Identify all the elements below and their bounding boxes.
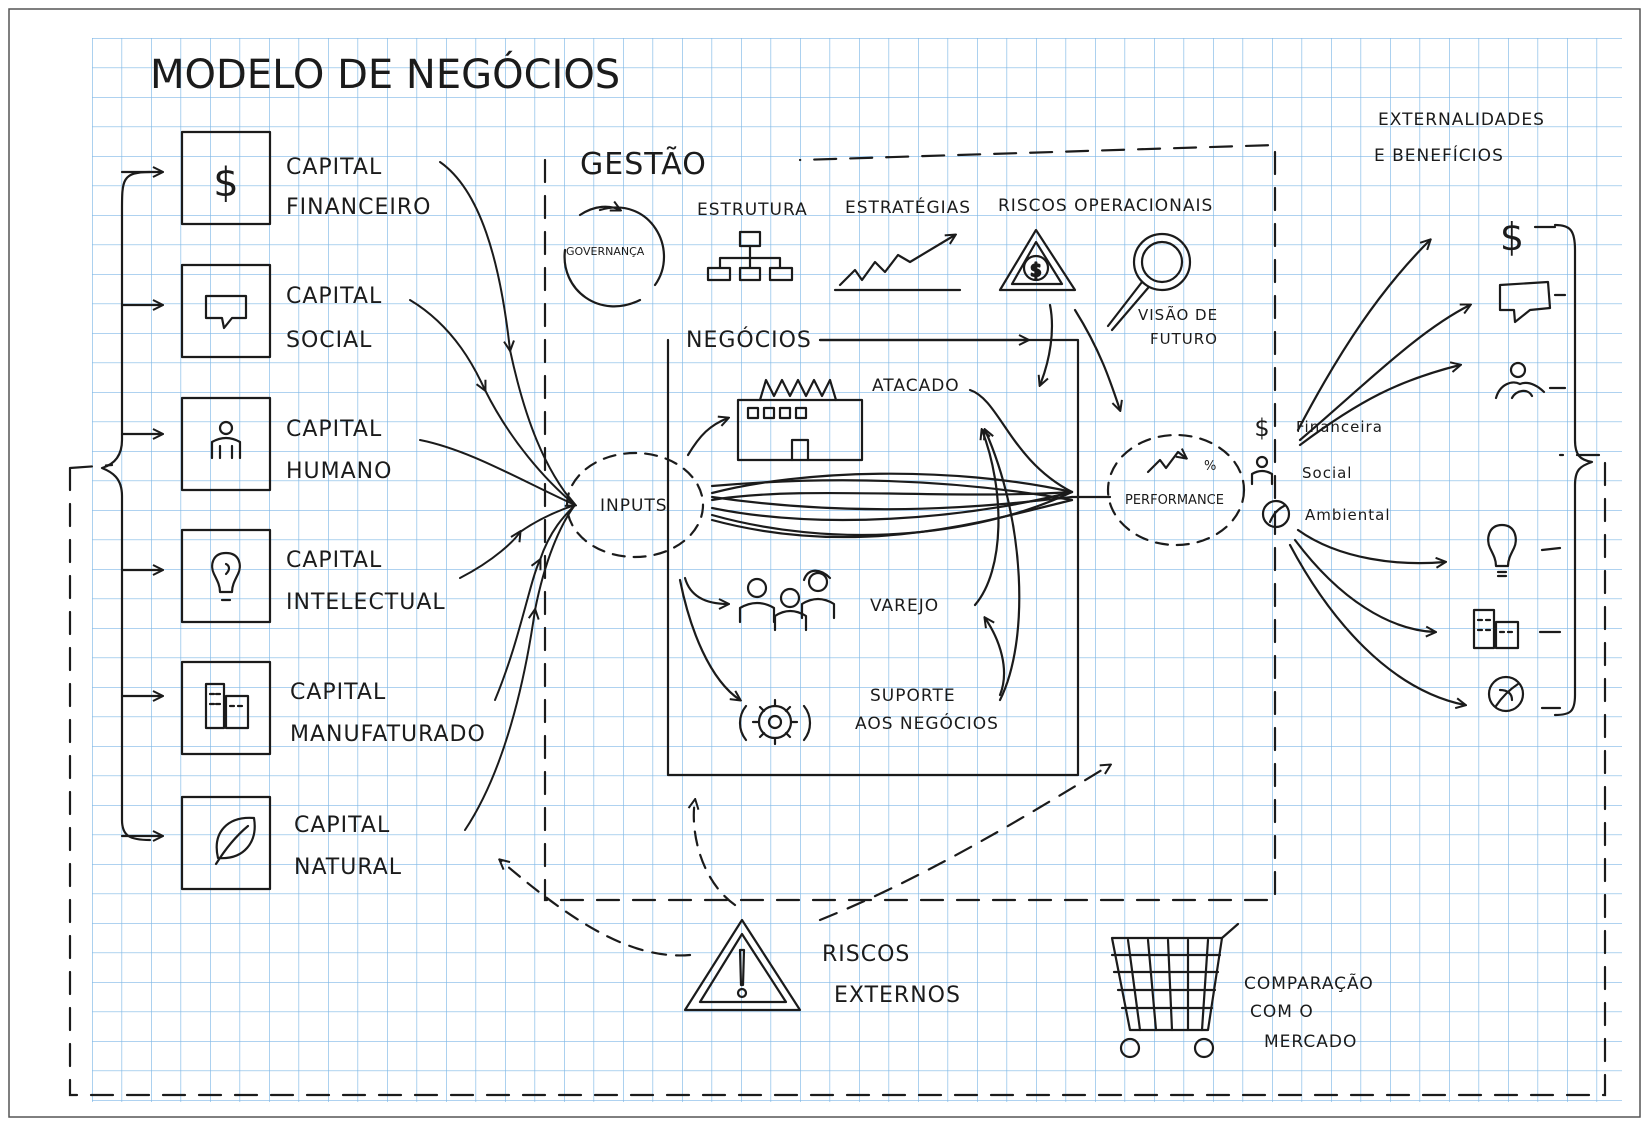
capital-label-5-line2: MANUFATURADO [290,722,486,747]
riscos-externos-line2: EXTERNOS [834,983,961,1008]
governanca-label: GOVERNANÇA [566,245,645,258]
leaf-icon [214,816,256,866]
inputs-label: INPUTS [600,496,668,516]
capital-box-5 [180,660,272,756]
people-group-icon [738,569,836,632]
capital-label-5-line1: CAPITAL [290,680,387,705]
atacado-label: ATACADO [872,376,960,396]
capital-box-4 [180,528,272,624]
capital-box-2 [180,263,272,359]
varejo-label: VAREJO [870,596,940,616]
comparacao-line2: COM O [1250,1002,1314,1022]
capital-label-1-line1: CAPITAL [286,155,383,180]
perf-person-icon [1250,455,1274,486]
factory-icon [736,378,864,462]
growth-chart-icon [833,235,962,292]
svg-text:$: $ [1030,260,1041,281]
capital-label-4-line1: CAPITAL [286,548,383,573]
perf-dollar-icon: $ [1254,414,1269,442]
estrutura-label: ESTRUTURA [697,200,808,220]
capital-box-6 [180,795,272,891]
riscos-operacionais-label: RISCOS OPERACIONAIS [998,196,1214,216]
capital-label-2-line1: CAPITAL [286,284,383,309]
negocios-title: NEGÓCIOS [686,328,812,353]
capital-label-3-line2: HUMANO [286,459,393,484]
left-bracket [100,170,152,842]
ext-speech-bubble-icon [1498,280,1552,324]
ext-lightbulb-icon [1487,523,1517,578]
visao-label-line2: FUTURO [1150,330,1218,348]
inputs-ellipse [565,451,705,559]
suporte-label-line1: SUPORTE [870,686,956,706]
shopping-cart-icon [1110,922,1240,1059]
gestao-title: GESTÃO [580,147,707,182]
gestao-frame [543,143,1277,902]
capital-label-3-line1: CAPITAL [286,417,383,442]
ext-person-icon [1494,361,1546,400]
gear-icon [738,698,812,746]
grid-paper [92,38,1622,1102]
performance-label: PERFORMANCE [1125,493,1224,508]
svg-text:%: % [1204,459,1216,474]
ext-buildings-icon [1472,608,1520,650]
estrategias-label: ESTRATÉGIAS [845,198,972,218]
right-bracket [1553,223,1594,717]
externalidades-line1: EXTERNALIDADES [1378,110,1545,130]
person-icon [210,420,242,460]
dollar-icon: $ [213,160,238,206]
magnifier-icon [1106,232,1192,332]
buildings-icon [204,682,250,730]
comparacao-line3: MERCADO [1264,1032,1358,1052]
capital-label-1-line2: FINANCEIRO [286,195,432,220]
perf-leaf-icon [1261,499,1291,529]
risk-triangle-icon [998,228,1077,292]
governanca-cycle [563,207,666,308]
page-title: MODELO DE NEGÓCIOS [150,52,621,98]
capital-label-4-line2: INTELECTUAL [286,590,446,615]
capital-box-3 [180,396,272,492]
riscos-externos-line1: RISCOS [822,942,911,967]
speech-bubble-icon [204,294,248,330]
comparacao-line1: COMPARAÇÃO [1244,974,1374,994]
performance-ellipse [1106,433,1246,547]
capital-label-2-line2: SOCIAL [286,328,373,353]
external-frame [68,453,1607,1097]
perf-item-financeira: Financeira [1296,418,1383,436]
suporte-label-line2: AOS NEGÓCIOS [855,714,999,734]
ext-leaf-icon [1487,675,1525,713]
external-risk-triangle-icon [683,918,802,1012]
ext-dollar-icon: $ [1500,215,1524,259]
capital-label-6-line1: CAPITAL [294,813,391,838]
lightbulb-icon [211,551,241,602]
visao-label-line1: VISÃO DE [1138,306,1219,324]
capital-box-1 [180,130,272,226]
svg-text:$: $ [213,160,238,206]
capital-label-6-line2: NATURAL [294,855,403,880]
org-chart-icon [706,230,794,282]
perf-item-ambiental: Ambiental [1305,506,1391,524]
performance-chart-icon: % [1146,452,1216,474]
externalidades-line2: E BENEFÍCIOS [1374,146,1504,166]
perf-item-social: Social [1302,464,1353,482]
